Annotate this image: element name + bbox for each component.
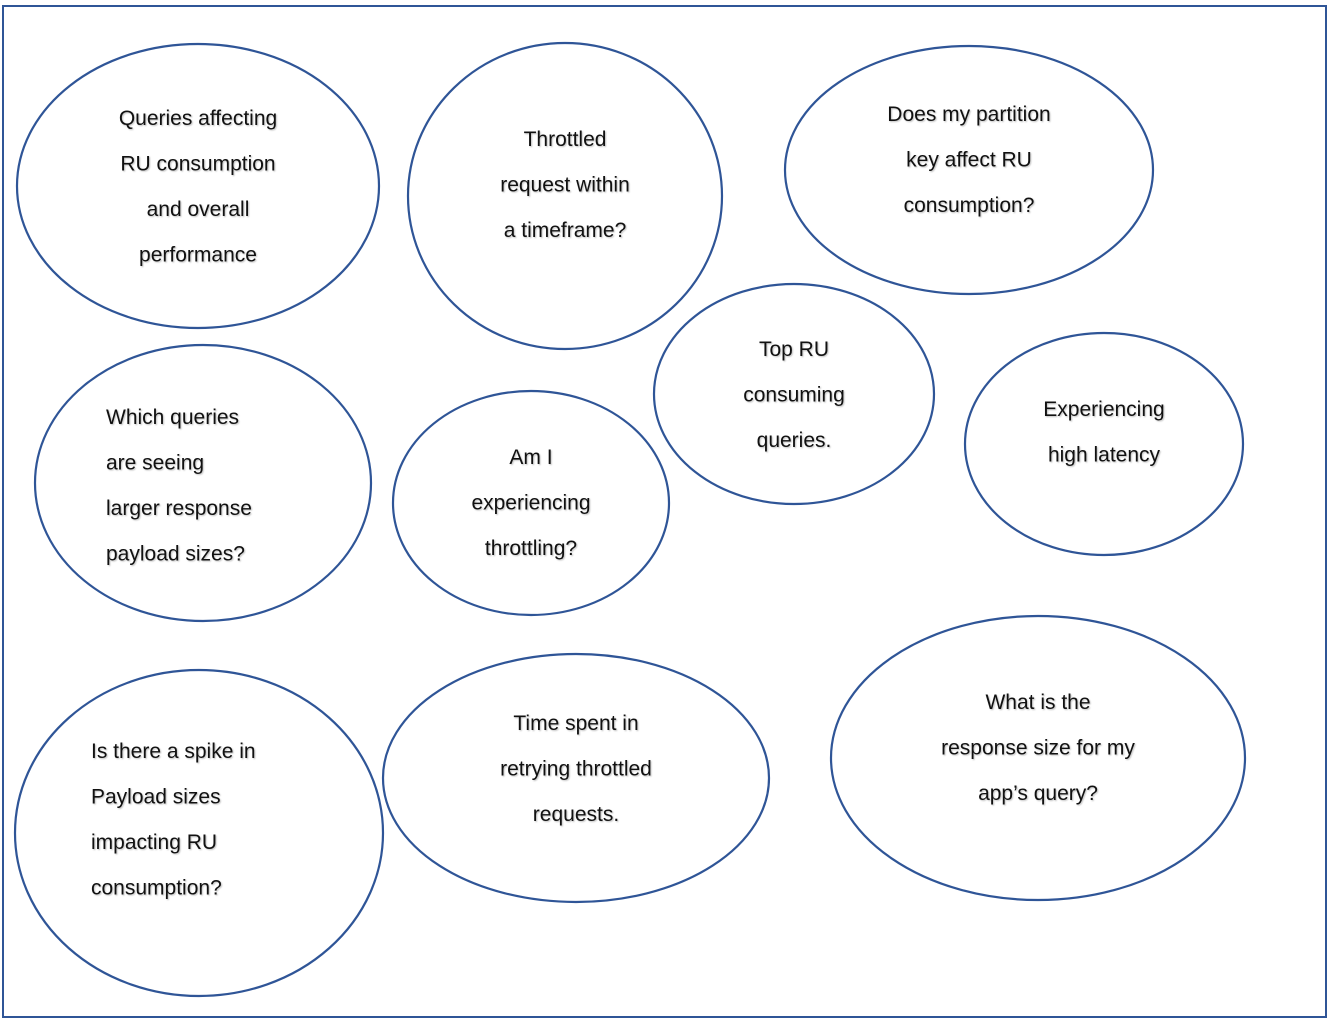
- bubble-text-line: What is the: [985, 691, 1090, 714]
- bubble-text-line: retrying throttled: [500, 758, 652, 781]
- bubble-text-line: payload sizes?: [106, 543, 245, 566]
- question-bubble: Is there a spike in Payload sizes impactin…: [13, 668, 385, 998]
- bubble-text-line: impacting RU: [91, 831, 217, 854]
- bubble-text-line: experiencing: [471, 492, 590, 515]
- bubble-text-line: key affect RU: [906, 149, 1032, 172]
- bubble-text-line: throttling?: [485, 537, 577, 560]
- bubble-ellipse: [829, 614, 1247, 902]
- question-bubble: Top RU consuming queries.: [652, 282, 936, 506]
- bubble-ellipse: [33, 343, 373, 623]
- bubble-text-line: Am I: [509, 446, 552, 469]
- bubble-text-line: Top RU: [759, 338, 829, 361]
- bubble-text-line: Queries affecting: [119, 107, 277, 130]
- bubble-ellipse: [652, 282, 936, 506]
- bubble-ellipse: [391, 389, 671, 617]
- question-bubble: Time spent in retrying throttled requests.: [381, 652, 771, 904]
- bubble-text-line: performance: [139, 244, 257, 267]
- bubble-ellipse: [406, 41, 724, 351]
- question-bubble: What is the response size for my app’s que…: [829, 614, 1247, 902]
- bubble-text-line: response size for my: [941, 737, 1135, 760]
- bubble-ellipse: [13, 668, 385, 998]
- question-bubble: Does my partition key affect RU consumptio…: [783, 44, 1155, 296]
- bubble-text-line: Throttled: [524, 128, 607, 151]
- bubble-text-line: request within: [500, 174, 630, 197]
- bubble-text-line: Which queries: [106, 406, 239, 429]
- bubble-text-line: Experiencing: [1043, 398, 1164, 421]
- bubble-text-line: consuming: [743, 384, 845, 407]
- bubble-ellipse: [15, 42, 381, 330]
- bubble-text-line: app’s query?: [978, 782, 1098, 805]
- bubble-text-line: Is there a spike in: [91, 740, 256, 763]
- question-bubble: Throttled request within a timeframe?: [406, 41, 724, 351]
- bubble-text-line: consumption?: [904, 194, 1035, 217]
- bubble-ellipse: [381, 652, 771, 904]
- question-bubble: Experiencing high latency: [963, 331, 1245, 557]
- question-bubble: Which queries are seeing larger response pa…: [33, 343, 373, 623]
- bubble-text-line: and overall: [147, 198, 250, 221]
- bubble-text-line: are seeing: [106, 452, 204, 475]
- bubble-ellipse: [963, 331, 1245, 557]
- bubble-text-line: Payload sizes: [91, 786, 221, 809]
- question-bubble: Am I experiencing throttling?: [391, 389, 671, 617]
- bubble-text-line: consumption?: [91, 877, 222, 900]
- bubble-text-line: requests.: [533, 803, 619, 826]
- bubble-text-line: a timeframe?: [504, 219, 627, 242]
- bubble-ellipse: [783, 44, 1155, 296]
- bubble-text-line: high latency: [1048, 444, 1161, 467]
- bubble-text-line: queries.: [757, 429, 832, 452]
- bubble-text-line: Does my partition: [887, 103, 1050, 126]
- bubble-text-line: RU consumption: [120, 153, 275, 176]
- bubble-text-line: Time spent in: [513, 712, 638, 735]
- bubble-text-line: larger response: [106, 497, 252, 520]
- question-bubble: Queries affecting RU consumption and overa…: [15, 42, 381, 330]
